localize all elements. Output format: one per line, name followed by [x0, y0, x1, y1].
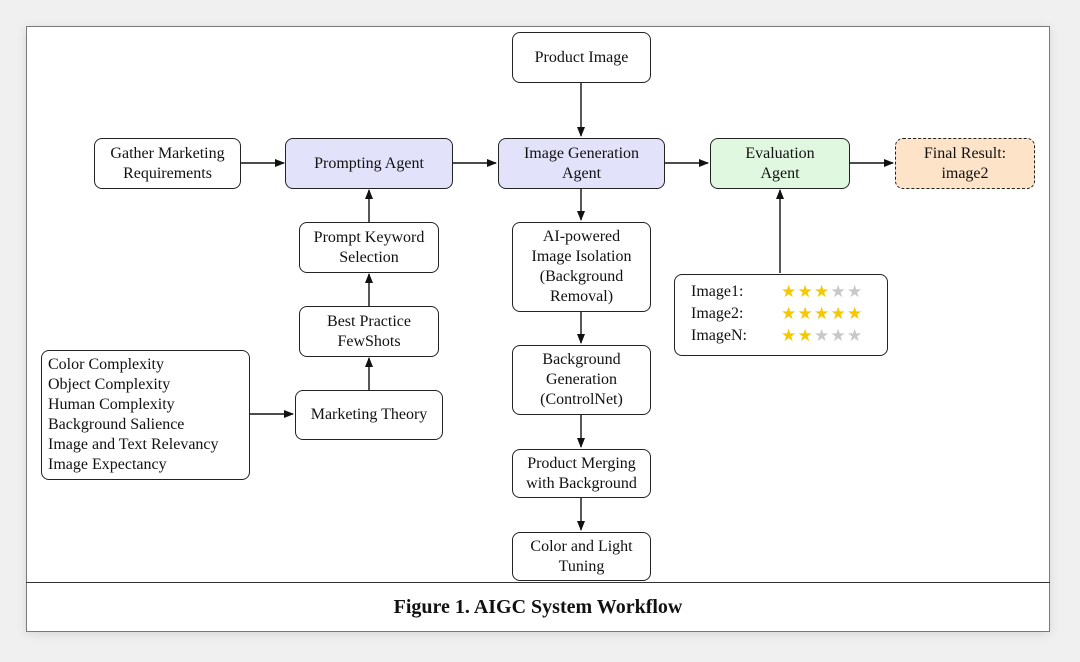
- image-generation-agent-node: Image Generation Agent: [498, 138, 665, 189]
- star-filled-icon: ★: [797, 326, 813, 346]
- evaluation-agent-node: Evaluation Agent: [710, 138, 850, 189]
- star-rating: ★★★★★: [781, 282, 864, 302]
- background-generation-node: Background Generation (ControlNet): [512, 345, 651, 415]
- star-filled-icon: ★: [847, 304, 863, 324]
- rating-row: Image2: ★★★★★: [691, 303, 887, 325]
- star-filled-icon: ★: [797, 304, 813, 324]
- product-image-node: Product Image: [512, 32, 651, 83]
- figure-caption: Figure 1. AIGC System Workflow: [393, 596, 683, 618]
- prompting-agent-node: Prompting Agent: [285, 138, 453, 189]
- star-empty-icon: ★: [830, 282, 846, 302]
- star-rating: ★★★★★: [781, 326, 864, 346]
- ratings-panel: Image1: ★★★★★ Image2: ★★★★★ ImageN: ★★★★…: [674, 274, 888, 356]
- star-filled-icon: ★: [781, 282, 797, 302]
- rating-label: Image1:: [691, 283, 744, 300]
- star-empty-icon: ★: [847, 326, 863, 346]
- complexity-list-node: Color Complexity Object Complexity Human…: [41, 350, 250, 480]
- star-filled-icon: ★: [814, 282, 830, 302]
- rating-label: ImageN:: [691, 327, 747, 344]
- rating-row: Image1: ★★★★★: [691, 281, 887, 303]
- star-empty-icon: ★: [814, 326, 830, 346]
- star-filled-icon: ★: [781, 304, 797, 324]
- star-filled-icon: ★: [797, 282, 813, 302]
- star-empty-icon: ★: [847, 282, 863, 302]
- product-merging-node: Product Merging with Background: [512, 449, 651, 498]
- caption-bar: Figure 1. AIGC System Workflow: [26, 582, 1050, 632]
- rating-label: Image2:: [691, 305, 744, 322]
- color-light-tuning-node: Color and Light Tuning: [512, 532, 651, 581]
- star-rating: ★★★★★: [781, 304, 864, 324]
- best-practice-node: Best Practice FewShots: [299, 306, 439, 357]
- star-filled-icon: ★: [781, 326, 797, 346]
- rating-row: ImageN: ★★★★★: [691, 325, 887, 347]
- star-empty-icon: ★: [830, 326, 846, 346]
- prompt-keyword-node: Prompt Keyword Selection: [299, 222, 439, 273]
- star-filled-icon: ★: [830, 304, 846, 324]
- final-result-node: Final Result: image2: [895, 138, 1035, 189]
- image-isolation-node: AI-powered Image Isolation (Background R…: [512, 222, 651, 312]
- star-filled-icon: ★: [814, 304, 830, 324]
- gather-requirements-node: Gather Marketing Requirements: [94, 138, 241, 189]
- marketing-theory-node: Marketing Theory: [295, 390, 443, 440]
